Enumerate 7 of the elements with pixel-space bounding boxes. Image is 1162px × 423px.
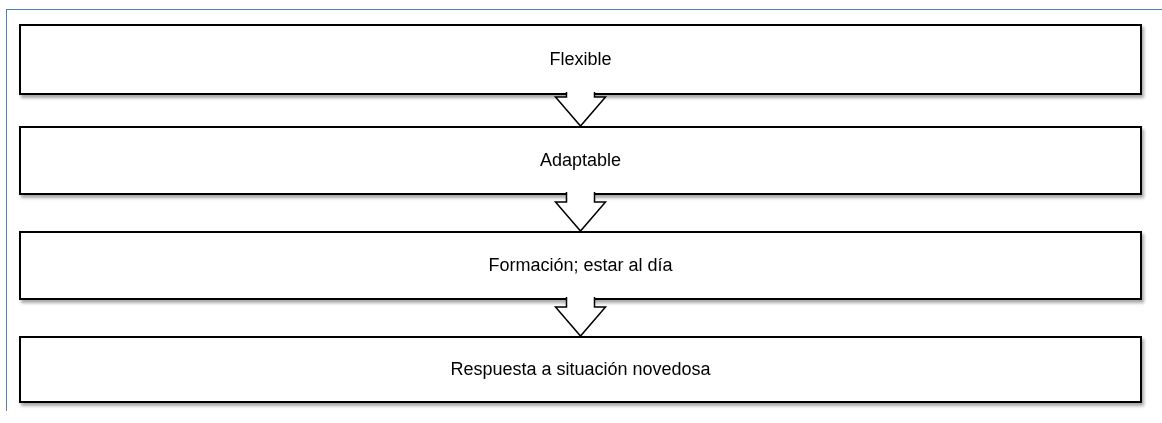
process-box: Respuesta a situación novedosa xyxy=(19,336,1142,403)
block-arrow xyxy=(553,91,608,128)
block-arrow xyxy=(553,191,608,233)
process-box: Adaptable xyxy=(19,126,1142,195)
block-arrow xyxy=(553,296,608,338)
process-box: Formación; estar al día xyxy=(19,231,1142,300)
process-box: Flexible xyxy=(19,24,1142,95)
